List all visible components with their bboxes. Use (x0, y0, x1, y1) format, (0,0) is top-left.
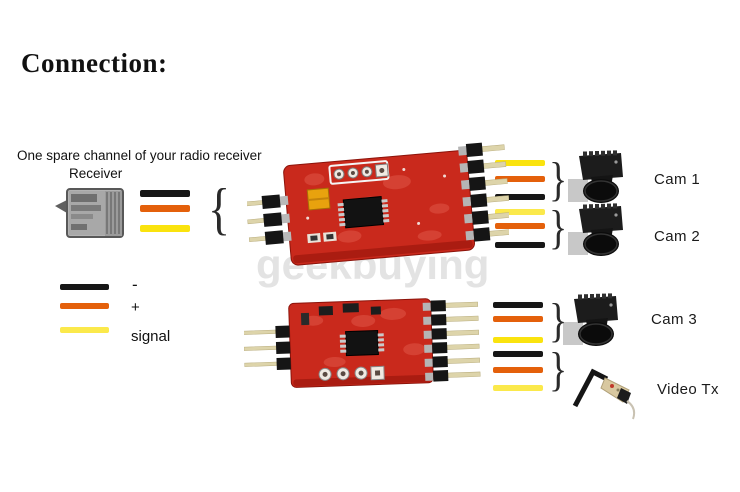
legend-minus-label: - (132, 275, 138, 294)
board2-left-pins (244, 325, 291, 371)
camera-2-image (568, 203, 623, 256)
video-tx-image (572, 368, 636, 420)
cam1-wire-black (495, 194, 545, 200)
videotx-wire-black (493, 351, 543, 357)
brace-videotx: } (549, 343, 568, 397)
receiver-wire-orange (140, 205, 190, 212)
page-title: Connection: (21, 48, 168, 78)
cam2-wire-yellow (495, 209, 545, 215)
switcher-board-top-image (247, 142, 509, 266)
video-tx-label: Video Tx (657, 381, 719, 398)
brace-cam2: } (549, 201, 568, 255)
camera-3-image (563, 293, 618, 346)
cam2-label: Cam 2 (654, 228, 701, 245)
camera-1-image (568, 150, 623, 203)
cam2-wire-orange (495, 223, 545, 229)
board2-components (300, 303, 382, 326)
receiver-wire-yellow (140, 225, 190, 232)
cam2-wire-black (495, 242, 545, 248)
board1-left-pins (247, 194, 292, 245)
cam1-label: Cam 1 (654, 171, 701, 188)
brace-cam1: } (549, 153, 568, 207)
camera-1-lens (583, 179, 619, 203)
board2-servo-holes (318, 365, 385, 381)
legend-wire-black (60, 284, 109, 290)
receiver-connector-ribs (106, 192, 120, 234)
brace-receiver: { (208, 176, 231, 241)
receiver-antenna-tab (55, 200, 67, 213)
receiver-module-image (55, 188, 124, 238)
cam3-wire-orange (493, 316, 543, 322)
cam1-wire-orange (495, 176, 545, 182)
camera-2-lens (583, 232, 619, 256)
legend-wire-orange (60, 303, 109, 309)
video-tx-connector (617, 388, 631, 404)
videotx-wire-yellow (493, 385, 543, 391)
note-spare-channel: One spare channel of your radio receiver (17, 148, 262, 163)
board1-ic-chip (337, 196, 390, 229)
cam3-wire-yellow (493, 337, 543, 343)
board2-right-pins (422, 300, 481, 382)
camera-3-lens (578, 322, 614, 346)
board2-ic-chip (339, 329, 385, 357)
cam3-label: Cam 3 (651, 311, 698, 328)
switcher-board-bottom-image (244, 298, 481, 388)
cam1-wire-yellow (495, 160, 545, 166)
legend-signal-label: signal (131, 328, 171, 345)
video-tx-antenna (572, 368, 609, 408)
videotx-wire-orange (493, 367, 543, 373)
cam3-wire-black (493, 302, 543, 308)
board1-right-pins (458, 142, 509, 242)
brace-cam3: } (549, 294, 568, 348)
receiver-label: Receiver (69, 166, 123, 181)
receiver-wire-black (140, 190, 190, 197)
legend-wire-yellow (60, 327, 109, 333)
legend-plus-label: + (131, 299, 140, 316)
